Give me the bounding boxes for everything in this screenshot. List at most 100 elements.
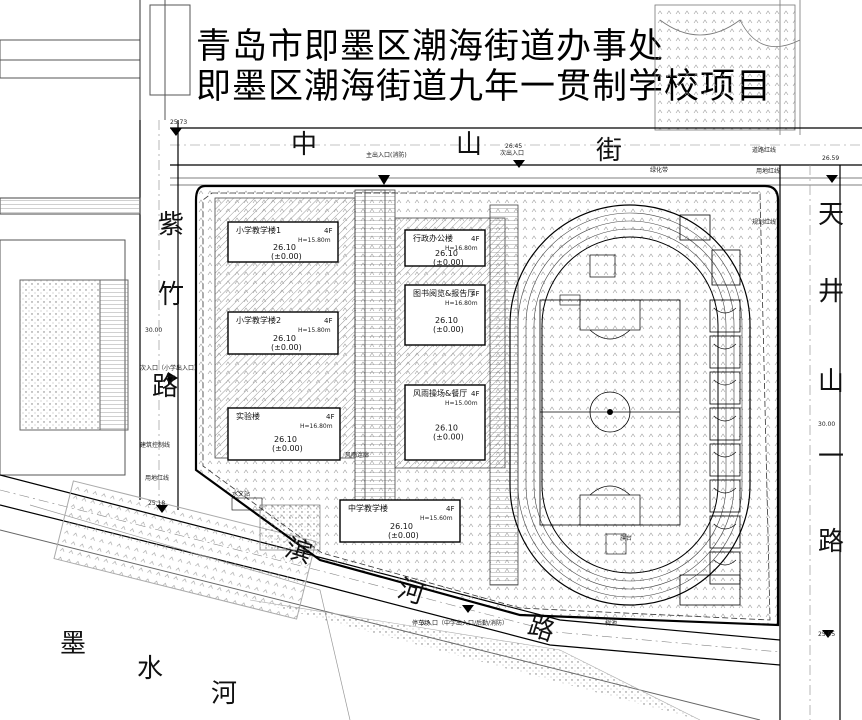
building-name: 风雨操场&餐厅 (413, 388, 467, 398)
road-tianjing-char-1: 天 (818, 200, 844, 230)
moshui-river (0, 480, 761, 720)
existing-area-top-right (654, 0, 801, 135)
building-outline (404, 384, 486, 461)
building-height: H=16.80m (445, 300, 478, 307)
elev-se: 25.95 (818, 631, 835, 638)
river-moshui-char-1: 墨 (60, 629, 86, 659)
water-station-box (231, 497, 263, 511)
building-elevation: 26.10 (435, 316, 458, 325)
label-south-entrance: 次入口（中学出入口/后勤/消防） (420, 619, 508, 627)
label-tree-pool: 树池 (605, 619, 617, 627)
label-boundary-line: 规划红线 (752, 218, 776, 226)
label-secondary-entrance-north: 次出入口 (500, 149, 524, 157)
entrance-markers (156, 128, 838, 638)
building-zero-level: (±0.00) (388, 531, 419, 540)
building-height: H=15.60m (420, 515, 453, 522)
court (709, 299, 741, 333)
road-zhongshan-char-3: 街 (596, 136, 622, 166)
existing-buildings-top-left (0, 0, 191, 120)
building-height: H=15.80m (298, 237, 331, 244)
building-elevation: 26.10 (390, 522, 413, 531)
building-name: 实验楼 (236, 411, 260, 421)
court (709, 335, 741, 369)
label-main-entrance: 主出入口(消防) (366, 151, 407, 159)
court-arc (713, 307, 737, 314)
court-arc (713, 559, 737, 566)
elevation-labels: 25.73 26.59 30.00 30.00 25.18 25.95 26.4… (145, 119, 839, 638)
court-arc (713, 487, 737, 494)
building-floors: 4F (326, 413, 334, 421)
court (709, 551, 741, 585)
east-courts (679, 299, 741, 606)
road-binhe-char-3: 路 (524, 611, 558, 648)
building-outline (404, 229, 486, 267)
label-corridor: 风雨连廊 (345, 451, 369, 459)
building-middle: 中学教学楼 4F H=15.60m 26.10(±0.00) (339, 499, 461, 543)
building-floors: 4F (324, 317, 332, 325)
road-tianjing-char-2: 井 (818, 277, 844, 307)
sports-field (509, 204, 751, 606)
court-arc (713, 415, 737, 422)
label-red-line-2: 用地红线 (756, 167, 780, 175)
building-elevation: 26.10 (273, 243, 296, 252)
court (709, 371, 741, 405)
building-zero-level: (±0.00) (271, 252, 302, 261)
road-tianjing-char-3: 山 (818, 367, 844, 397)
building-floors: 4F (471, 235, 479, 243)
building-floors: 4F (446, 505, 454, 513)
building-outline (404, 284, 486, 346)
label-building-line: 建筑控制线 (140, 441, 170, 449)
river-moshui-char-3: 河 (211, 679, 237, 709)
label-west-entrance: 次入口（小学出入口） (140, 364, 200, 372)
court (709, 443, 741, 477)
building-height: H=16.80m (300, 423, 333, 430)
road-tianjing-char-4: 一 (818, 442, 844, 472)
road-zizhu-char-1: 紫 (158, 210, 184, 240)
court (709, 479, 741, 513)
building-zero-level: (±0.00) (433, 433, 464, 442)
court-arc (713, 343, 737, 350)
label-greenbelt: 绿化带 (650, 166, 668, 174)
building-name: 行政办公楼 (413, 233, 453, 243)
building-zero-level: (±0.00) (433, 258, 464, 267)
building-name: 图书阅览&报告厅 (413, 288, 475, 298)
river-moshui-char-2: 水 (137, 654, 163, 684)
water-station-yard (259, 504, 321, 551)
building-name: 小学教学楼2 (236, 315, 281, 325)
court-arc (713, 451, 737, 458)
label-parking: 停车场 (412, 619, 430, 627)
building-name: 小学教学楼1 (236, 225, 281, 235)
building-elevation: 26.10 (273, 334, 296, 343)
building-elevation: 26.10 (435, 424, 458, 433)
road-tianjing-char-5: 路 (818, 527, 844, 557)
elev-nw: 25.73 (170, 119, 187, 126)
label-water-station: 水文站 (232, 490, 250, 498)
northeast-structure (679, 214, 711, 241)
misc-labels: 风雨连廊 水文站 建筑控制线 用地红线 道路红线 绿化带 用地红线 规划红线 旗… (140, 146, 780, 627)
building-elevation: 26.10 (274, 435, 297, 444)
elev-ne: 26.59 (822, 155, 839, 162)
zizhu-road (0, 120, 179, 510)
building-height: H=16.80m (445, 245, 478, 252)
court (709, 407, 741, 441)
building-zero-level: (±0.00) (271, 343, 302, 352)
elev-north-entry: 26.45 (505, 143, 522, 150)
building-name: 中学教学楼 (348, 503, 388, 513)
road-zhongshan-char-1: 中 (291, 130, 317, 160)
building-outline (227, 311, 339, 355)
building-elevation: 26.10 (435, 249, 458, 258)
building-outline (227, 221, 339, 263)
building-floors: 4F (324, 227, 332, 235)
label-flag: 旗台 (620, 534, 632, 542)
building-zero-level: (±0.00) (272, 444, 303, 453)
elev-east-mid: 30.00 (818, 421, 835, 428)
court-arc (713, 379, 737, 386)
road-zhongshan-char-2: 山 (456, 130, 482, 160)
elev-west-mid: 30.00 (145, 327, 162, 334)
label-red-line: 用地红线 (145, 474, 169, 482)
